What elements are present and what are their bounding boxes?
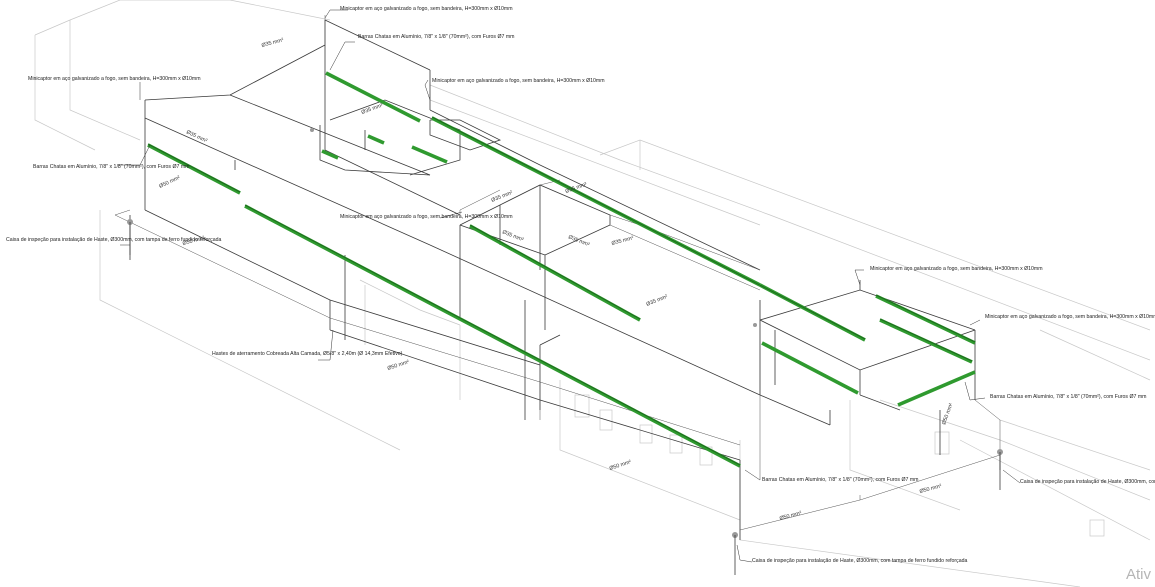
cable-50-left: Ø50 mm²	[158, 175, 181, 190]
callouts: Minicaptor em aço galvanizado a fogo, se…	[6, 6, 1155, 564]
rod-right	[753, 323, 757, 327]
watermark-text: Ativ	[1125, 566, 1151, 583]
bar-top-1	[325, 71, 421, 123]
cable-50-ground-mid: Ø50 mm²	[387, 359, 410, 372]
cable-50-ground-right-1: Ø50 mm²	[779, 510, 802, 522]
bar-left-roof-1	[147, 143, 241, 195]
building-edges	[129, 19, 1001, 540]
label-minicaptor-top: Minicaptor em aço galvanizado a fogo, se…	[340, 6, 513, 12]
bar-right-4	[897, 370, 976, 407]
rod-top-left	[310, 128, 314, 132]
bar-right-3	[879, 318, 973, 364]
bar-middle	[469, 224, 641, 322]
bar-right-2	[875, 294, 976, 345]
cable-50-right-vertical: Ø50 mm²	[941, 402, 954, 425]
cable-35-mid: Ø35 mm²	[646, 294, 669, 308]
label-minicaptor-left: Minicaptor em aço galvanizado a fogo, se…	[28, 76, 201, 82]
label-caixa-bottom: Caixa de inspeção para instalação de Has…	[752, 558, 968, 564]
aluminium-flat-bars	[147, 71, 976, 468]
label-barras-left: Barras Chatas em Alumínio, 7/8" x 1/8" (…	[33, 164, 189, 170]
cable-50-ground-bottom: Ø50 mm²	[609, 459, 632, 472]
bar-right-1	[761, 341, 859, 395]
label-barras-bottom: Barras Chatas em Alumínio, 7/8" x 1/8" (…	[762, 477, 918, 483]
cable-35-box-4: Ø35 mm²	[611, 235, 634, 247]
label-minicaptor-right-2: Minicaptor em aço galvanizado a fogo, se…	[985, 314, 1155, 320]
label-minicaptor-center: Minicaptor em aço galvanizado a fogo, se…	[340, 214, 513, 220]
bar-small-1	[367, 134, 385, 145]
label-caixa-left: Caixa de inspeção para instalação de Has…	[6, 237, 222, 243]
cable-50-ground-left: Ø50 mm²	[182, 235, 205, 247]
label-barras-right: Barras Chatas em Alumínio, 7/8" x 1/8" (…	[990, 394, 1146, 400]
cable-annotations: Ø35 mm² Ø35 mm² Ø50 mm² Ø35 mm² Ø50 mm² …	[158, 37, 954, 522]
cable-35-left: Ø35 mm²	[185, 129, 208, 144]
bar-small-2	[411, 145, 448, 164]
cable-35-box-1: Ø35 mm²	[491, 190, 514, 204]
cable-35-box-2: Ø35 mm²	[501, 229, 524, 243]
cable-35-box-3: Ø35 mm²	[567, 234, 590, 248]
label-minicaptor-mid: Minicaptor em aço galvanizado a fogo, se…	[432, 78, 605, 84]
cable-35-top: Ø35 mm²	[261, 37, 284, 49]
label-minicaptor-right-1: Minicaptor em aço galvanizado a fogo, se…	[870, 266, 1043, 272]
label-hastes: Hastes de aterramento Cobreada Alta Cama…	[212, 351, 403, 357]
ghost-building-outlines	[34, 0, 1151, 587]
leader-lines	[118, 9, 1021, 563]
inspection-boxes	[127, 128, 1003, 575]
bar-small-3	[321, 149, 339, 160]
bar-left-roof-2	[244, 204, 741, 468]
label-barras-top: Barras Chatas em Alumínio, 7/8" x 1/8" (…	[358, 34, 514, 40]
cable-50-ground-right-2: Ø50 mm²	[919, 483, 942, 495]
label-caixa-right: Caixa de inspeção para instalação de Has…	[1020, 479, 1155, 485]
